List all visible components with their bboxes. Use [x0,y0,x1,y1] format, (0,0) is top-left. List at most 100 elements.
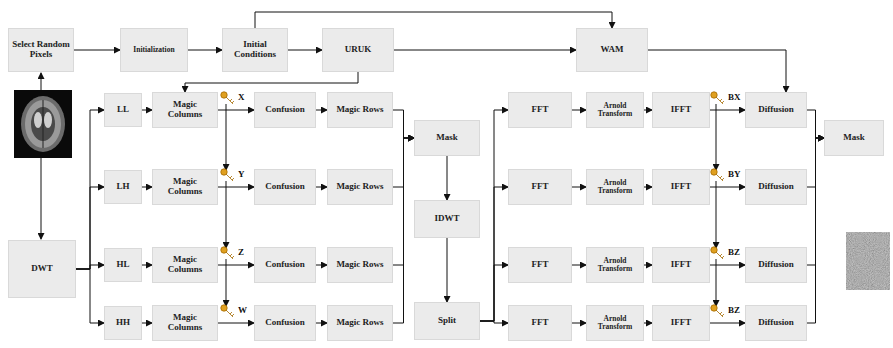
process-box: Arnold Transform [586,305,644,341]
flow-arrow [807,138,824,323]
key-label: X [238,93,245,103]
flow-arrow [76,110,104,269]
box-text: WAM [601,45,624,55]
flow-arrow [572,265,586,266]
box-text: Magic Rows [336,318,383,328]
box-text: Diffusion [758,182,794,192]
process-box: Magic Rows [327,305,393,341]
box-text: Magic Rows [336,105,383,115]
flow-arrow [142,265,152,266]
key-label: BX [728,93,741,103]
flow-arrow [76,187,104,269]
flow-arrow [316,323,327,324]
process-box: Magic Columns [152,169,218,205]
flow-arrow [447,156,448,200]
key-label: BY [728,170,741,180]
box-text: Diffusion [758,260,794,270]
process-box: Initialization [120,28,188,72]
key-label: W [238,306,247,316]
flow-arrow [142,110,152,111]
flow-arrow [710,110,745,111]
flow-arrow [710,265,745,266]
key-icons [221,92,724,317]
key-label: Y [238,170,245,180]
box-text: Magic Columns [155,313,215,333]
flow-arrow [218,323,254,324]
process-box: Confusion [254,92,316,128]
flow-arrow [218,110,254,111]
process-box: Magic Rows [327,247,393,283]
process-box: Arnold Transform [586,169,644,205]
process-box: DWT [8,240,76,298]
box-text: Initialization [133,46,174,54]
box-text: IDWT [434,214,459,224]
process-box: IFFT [652,247,710,283]
box-text: DWT [31,264,53,274]
box-text: Mask [843,133,865,143]
process-box: URUK [322,28,394,72]
box-text: FFT [532,260,549,270]
flow-arrow [572,110,586,111]
flow-arrow [288,50,322,51]
process-box: Mask [414,120,480,156]
flow-arrow [394,50,576,51]
process-box: Confusion [254,305,316,341]
flow-arrow [218,187,254,188]
process-box: Magic Columns [152,305,218,341]
process-box: Initial Conditions [222,28,288,72]
process-box: HL [104,248,142,282]
flow-arrow [76,265,104,269]
flow-arrow [648,50,786,92]
process-box: IDWT [414,200,480,238]
flow-arrow [644,110,652,111]
box-text: Mask [436,133,458,143]
box-text: Magic Rows [336,260,383,270]
process-box: Magic Columns [152,247,218,283]
box-text: Confusion [265,182,305,192]
process-box: Magic Rows [327,92,393,128]
process-box: Diffusion [745,305,807,341]
process-box: WAM [576,28,648,72]
process-box: FFT [508,92,572,128]
box-text: IFFT [671,182,692,192]
process-box: Arnold Transform [586,247,644,283]
process-box: IFFT [652,92,710,128]
box-text: Confusion [265,105,305,115]
box-text: Magic Columns [155,177,215,197]
encrypted-image [846,232,890,290]
box-text: Arnold Transform [589,102,641,119]
process-box: LL [104,93,142,127]
process-box: Arnold Transform [586,92,644,128]
flow-arrow [644,265,652,266]
box-text: IFFT [671,105,692,115]
box-text: Diffusion [758,318,794,328]
box-text: Arnold Transform [589,315,641,332]
flow-arrow [316,187,327,188]
process-box: Diffusion [745,169,807,205]
box-text: FFT [532,105,549,115]
key-label: Z [238,248,244,258]
flow-arrow [316,110,327,111]
box-text: LL [117,105,129,115]
box-text: Diffusion [758,105,794,115]
process-box: FFT [508,305,572,341]
box-text: Arnold Transform [589,257,641,274]
box-text: Confusion [265,260,305,270]
flow-arrow [316,265,327,266]
flow-arrow [480,321,508,323]
flow-arrow [572,187,586,188]
flow-arrow [480,265,508,321]
key-label: BZ [728,248,740,258]
process-box: Split [414,302,480,340]
process-box: Confusion [254,247,316,283]
process-box: LH [104,170,142,204]
flow-arrow [393,110,414,138]
process-box: FFT [508,247,572,283]
box-text: IFFT [671,318,692,328]
box-text: Confusion [265,318,305,328]
box-text: URUK [345,45,372,55]
box-text: Magic Rows [336,182,383,192]
process-box: IFFT [652,169,710,205]
process-box: Diffusion [745,92,807,128]
box-text: Magic Columns [155,100,215,120]
